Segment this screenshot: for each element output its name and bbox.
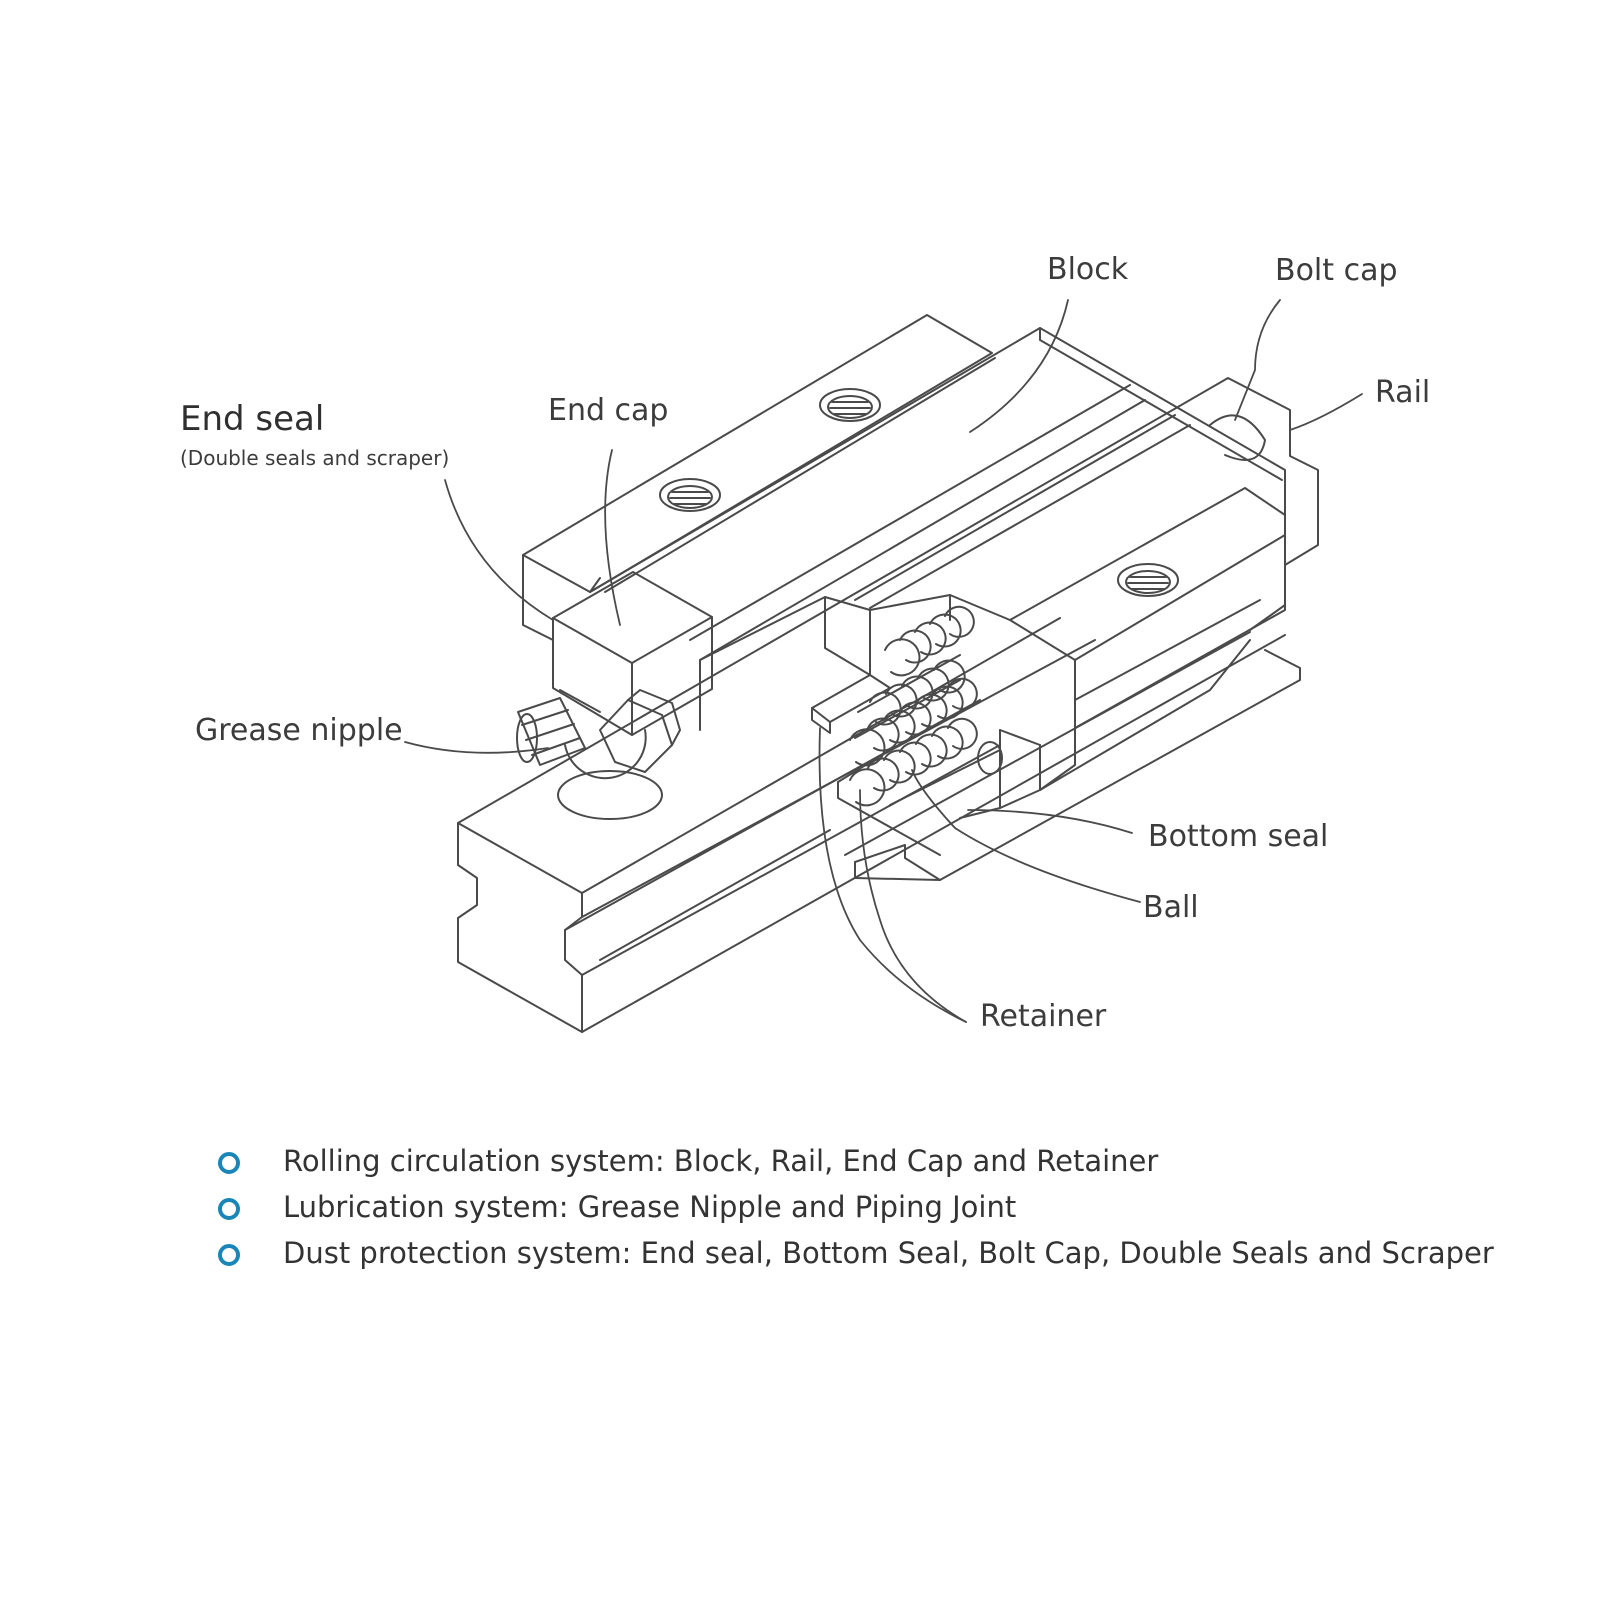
label-bottom-seal: Bottom seal (1148, 819, 1329, 854)
grease-nipple-drawing (517, 690, 680, 819)
label-ball: Ball (1143, 890, 1199, 925)
balls-drawing (850, 607, 977, 805)
leader-lines (405, 300, 1362, 1022)
end-cap-drawing (553, 572, 712, 735)
label-end-seal-sub: (Double seals and scraper) (180, 446, 450, 470)
label-grease-nipple: Grease nipple (195, 713, 403, 748)
label-retainer: Retainer (980, 999, 1107, 1034)
label-bolt-cap: Bolt cap (1275, 253, 1398, 288)
label-rail: Rail (1375, 375, 1431, 410)
bullet-circle-icon (218, 1198, 240, 1220)
list-item-text: Dust protection system: End seal, Bottom… (283, 1236, 1494, 1270)
list-item-text: Lubrication system: Grease Nipple and Pi… (283, 1190, 1017, 1224)
label-end-cap: End cap (548, 393, 669, 428)
bullet-circle-icon (218, 1244, 240, 1266)
list-item-text: Rolling circulation system: Block, Rail,… (283, 1144, 1159, 1178)
label-end-seal: End seal (180, 399, 325, 439)
bullet-circle-icon (218, 1152, 240, 1174)
label-block: Block (1047, 252, 1129, 287)
block-drawing (523, 315, 1285, 855)
